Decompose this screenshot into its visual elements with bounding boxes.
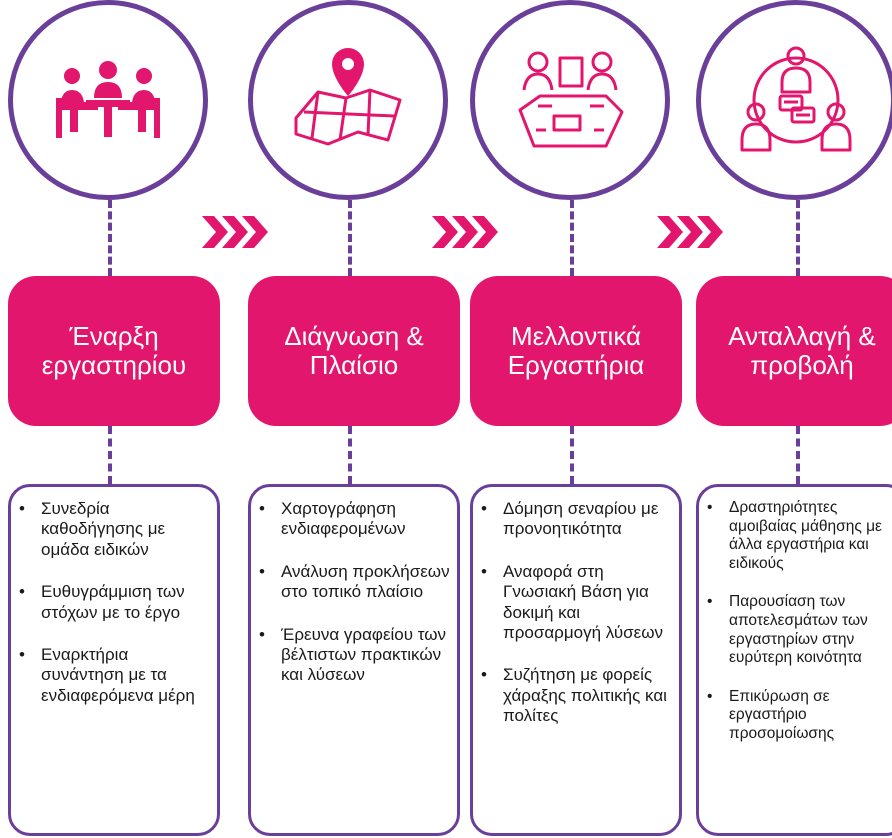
connector-line <box>108 426 112 484</box>
phase-box: Διάγνωση & Πλαίσιο <box>248 276 460 426</box>
stage-1: Έναρξη εργαστηρίου Συνεδρία καθοδήγησης … <box>8 0 220 838</box>
list-item: Ανάλυση προκλήσεων στο τοπικό πλαίσιο <box>259 562 451 603</box>
phase-title-line: Μελλοντικά <box>510 320 642 351</box>
group-workshop-icon <box>518 51 624 148</box>
phase-title-line: Διάγνωση & <box>284 320 424 351</box>
stage-icon-circle <box>696 0 892 200</box>
list-item: Εναρκτήρια συνάντηση με τα ενδιαφερόμενα… <box>19 645 211 706</box>
details-box: Χαρτογράφηση ενδιαφερομένων Ανάλυση προκ… <box>248 484 460 836</box>
connector-line <box>796 426 800 484</box>
phase-title-line: Εργαστήρια <box>507 350 645 380</box>
list-item: Δόμηση σεναρίου με προνοητικότητα <box>481 499 673 540</box>
list-item: Συζήτηση με φορείς χάραξης πολιτικής και… <box>481 665 673 726</box>
phase-title-line: Ανταλλαγή & <box>728 320 876 351</box>
list-item: Έρευνα γραφείου των βέλτιστων πρακτικών … <box>259 625 451 686</box>
phase-title-line: Πλαίσιο <box>309 350 399 380</box>
details-box: Δόμηση σεναρίου με προνοητικότητα Αναφορ… <box>470 484 682 836</box>
details-box: Δραστηριότητες αμοιβαίας μάθησης με άλλα… <box>696 484 892 836</box>
list-item: Επικύρωση σε εργαστήριο προσομοίωσης <box>707 688 892 744</box>
phase-title-line: εργαστηρίου <box>41 350 187 380</box>
connector-line <box>108 200 112 276</box>
list-item: Δραστηριότητες αμοιβαίας μάθησης με άλλα… <box>707 499 892 573</box>
phase-title-line: προβολή <box>750 350 854 380</box>
chevron-arrows-icon <box>432 216 498 248</box>
chevron-arrows-icon <box>202 216 268 248</box>
list-item: Ευθυγράμμιση των στόχων με το έργο <box>19 582 211 623</box>
phase-title-line: Έναρξη <box>69 320 159 351</box>
list-item: Αναφορά στη Γνωσιακή Βάση για δοκιμή και… <box>481 562 673 644</box>
details-box: Συνεδρία καθοδήγησης με ομάδα ειδικών Ευ… <box>8 484 220 836</box>
meeting-table-icon <box>56 61 160 138</box>
phase-box: Μελλοντικά Εργαστήρια <box>470 276 682 426</box>
stage-3: Μελλοντικά Εργαστήρια Δόμηση σεναρίου με… <box>470 0 682 838</box>
list-item: Συνεδρία καθοδήγησης με ομάδα ειδικών <box>19 499 211 560</box>
phase-box: Έναρξη εργαστηρίου <box>8 276 220 426</box>
connector-line <box>796 200 800 276</box>
connector-line <box>570 426 574 484</box>
stage-icon-circle <box>248 0 448 200</box>
chevron-arrows-icon <box>657 216 723 248</box>
peer-exchange-icon <box>740 46 852 152</box>
stage-icon-circle <box>8 0 208 200</box>
stage-icon-circle <box>470 0 670 200</box>
connector-line <box>348 200 352 276</box>
phase-box: Ανταλλαγή & προβολή <box>696 276 892 426</box>
list-item: Παρουσίαση των αποτελεσμάτων των εργαστη… <box>707 593 892 667</box>
stage-2: Διάγνωση & Πλαίσιο Χαρτογράφηση ενδιαφερ… <box>248 0 460 838</box>
map-pin-icon <box>294 48 402 146</box>
connector-line <box>570 200 574 276</box>
stage-4: Ανταλλαγή & προβολή Δραστηριότητες αμοιβ… <box>696 0 892 838</box>
connector-line <box>348 426 352 484</box>
list-item: Χαρτογράφηση ενδιαφερομένων <box>259 499 451 540</box>
